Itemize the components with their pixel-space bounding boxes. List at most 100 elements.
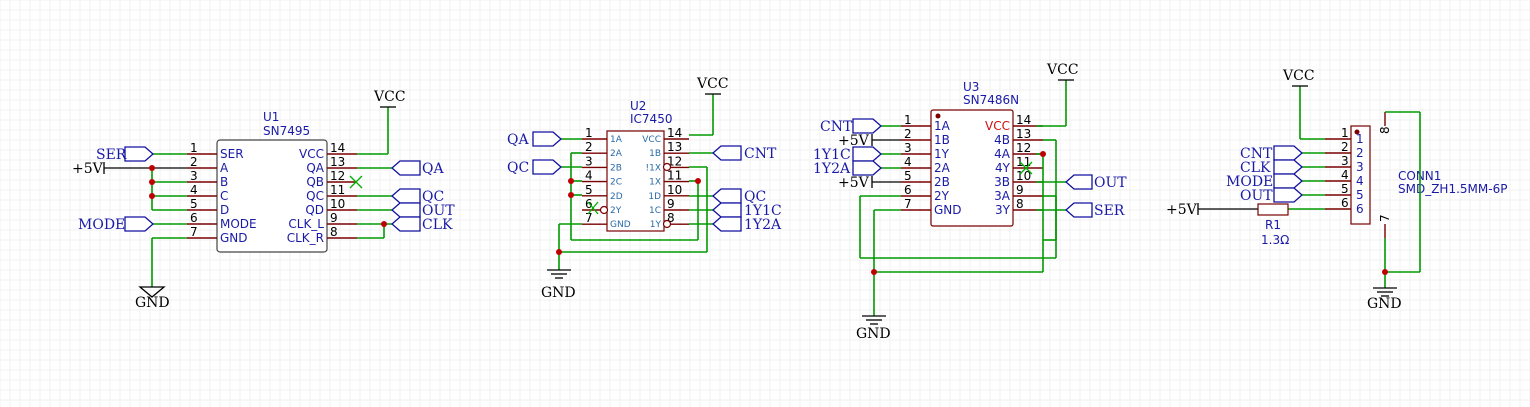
u1-vcc-symbol[interactable]: VCC	[373, 89, 406, 108]
conn1-body[interactable]	[1350, 125, 1371, 225]
u1-pin-11-number: 11	[330, 183, 345, 197]
u2-pin-3-number: 3	[585, 154, 593, 168]
conn1-pin-3-label: 3	[1356, 160, 1364, 174]
u1-pin-2-name: A	[220, 161, 229, 175]
u3-pin-1-number: 1	[904, 113, 912, 127]
u3-pin-13-name: 4B	[994, 133, 1010, 147]
r1-value: 1.3Ω	[1261, 233, 1289, 247]
u2-pin-4-number: 4	[585, 169, 593, 183]
u1-pin-1-name: SER	[220, 147, 244, 161]
u2-gnd-symbol[interactable]: GND	[541, 269, 576, 301]
u2-pin-3-name: 2B	[610, 163, 622, 173]
svg-text:OUT: OUT	[1240, 188, 1273, 204]
svg-text:QA: QA	[507, 132, 529, 148]
conn1-net-cnt[interactable]: CNT	[1240, 145, 1303, 162]
u2-pin-2-name: 2A	[610, 149, 623, 159]
u2-ref: U2	[630, 99, 646, 113]
u2-net-qc[interactable]: QC	[507, 159, 562, 176]
svg-text:+5V: +5V	[838, 133, 870, 149]
u1-net-out[interactable]: OUT	[391, 202, 455, 219]
u3-ref: U3	[963, 80, 979, 94]
u2-pin-11-number: 11	[667, 169, 682, 183]
svg-text:VCC: VCC	[1046, 62, 1079, 78]
u3-net-ser[interactable]: SER	[1065, 202, 1125, 219]
r1-resistor[interactable]: R1 1.3Ω	[1257, 203, 1289, 247]
u3-plus5v-a[interactable]: +5V	[838, 133, 870, 149]
u3-net-cnt[interactable]: CNT	[820, 118, 882, 135]
u1-pin-5-name: D	[220, 203, 229, 217]
u1-pin-11-name: QC	[306, 189, 324, 203]
conn1-vcc-symbol[interactable]: VCC	[1282, 68, 1315, 87]
u1-net-qc[interactable]: QC	[391, 188, 444, 205]
u3-wiring	[859, 80, 1067, 316]
u1-net-qa[interactable]: QA	[391, 160, 444, 177]
u1-plus5v-symbol[interactable]: +5V	[72, 161, 104, 177]
u2-pin-11-name: 1X	[649, 178, 661, 188]
conn1-pin-5-left-number: 5	[1341, 182, 1349, 196]
svg-text:CLK: CLK	[422, 217, 453, 233]
u3-pin1-dot	[935, 113, 941, 119]
u1-pin-13-name: QA	[306, 161, 324, 175]
u1-value: SN7495	[263, 124, 310, 138]
u3-gnd-symbol[interactable]: GND	[856, 315, 891, 342]
svg-text:GND: GND	[135, 295, 170, 311]
r1-ref: R1	[1265, 218, 1281, 232]
u2-pin-5-number: 5	[585, 183, 593, 197]
u2-net-1y1c[interactable]: 1Y1C	[712, 202, 782, 219]
u1-pin-6-name: MODE	[220, 217, 257, 231]
conn1-pin-6-left-number: 6	[1341, 196, 1349, 210]
u1-net-ser[interactable]: SER	[96, 146, 154, 163]
u3-net-out[interactable]: OUT	[1065, 174, 1127, 191]
svg-text:VCC: VCC	[373, 89, 406, 105]
u3-pin-5-name: 2B	[934, 175, 950, 189]
u1-gnd-symbol[interactable]: GND	[135, 286, 170, 311]
u1-pin-7-name: GND	[220, 231, 248, 245]
svg-text:+5V: +5V	[72, 161, 104, 177]
u1-net-clk[interactable]: CLK	[391, 216, 453, 233]
u3-pin-12-name: 4A	[994, 147, 1011, 161]
svg-text:MODE: MODE	[78, 217, 125, 233]
conn1-net-clk[interactable]: CLK	[1240, 159, 1303, 176]
u2-net-qc-out[interactable]: QC	[712, 188, 766, 205]
svg-text:GND: GND	[856, 326, 891, 342]
svg-text:CNT: CNT	[744, 146, 777, 162]
conn1-pin-6-label: 6	[1356, 202, 1364, 216]
conn1-plus5v-symbol[interactable]: +5V	[1166, 202, 1198, 218]
u3-net-1y1c[interactable]: 1Y1C	[813, 146, 882, 163]
conn1-pin-3-left-number: 3	[1341, 154, 1349, 168]
u2-net-1y2a[interactable]: 1Y2A	[712, 216, 782, 233]
u2-pin-8-number: 8	[667, 211, 675, 225]
u3-vcc-symbol[interactable]: VCC	[1046, 62, 1079, 81]
u1-net-mode[interactable]: MODE	[78, 216, 154, 233]
r1-body[interactable]	[1257, 203, 1289, 216]
u1-pin-12-name: QB	[306, 175, 324, 189]
svg-text:+5V: +5V	[1166, 202, 1198, 218]
u2-pin-12-name: !1X	[646, 163, 662, 173]
svg-text:QA: QA	[422, 161, 444, 177]
u3-net-1y2a[interactable]: 1Y2A	[813, 160, 882, 177]
u2-net-qa[interactable]: QA	[507, 131, 562, 148]
u2-net-cnt[interactable]: CNT	[712, 145, 777, 162]
u2-value: IC7450	[630, 112, 672, 126]
u1-pin-2-number: 2	[190, 155, 198, 169]
conn1-net-out[interactable]: OUT	[1240, 187, 1303, 204]
conn1-bottom-pin-number: 7	[1378, 214, 1392, 222]
u1-pin-7-number: 7	[190, 225, 198, 239]
u1-pin-4-number: 4	[190, 183, 198, 197]
conn1-gnd-symbol[interactable]: GND	[1367, 287, 1402, 312]
conn1-net-mode[interactable]: MODE	[1226, 173, 1303, 190]
u2-vcc-symbol[interactable]: VCC	[696, 76, 729, 95]
svg-text:VCC: VCC	[696, 76, 729, 92]
u3-plus5v-b[interactable]: +5V	[838, 175, 870, 191]
u1-pin-10-name: QD	[305, 203, 324, 217]
u3-value: SN7486N	[963, 93, 1019, 107]
u1-pin-8-number: 8	[330, 225, 338, 239]
